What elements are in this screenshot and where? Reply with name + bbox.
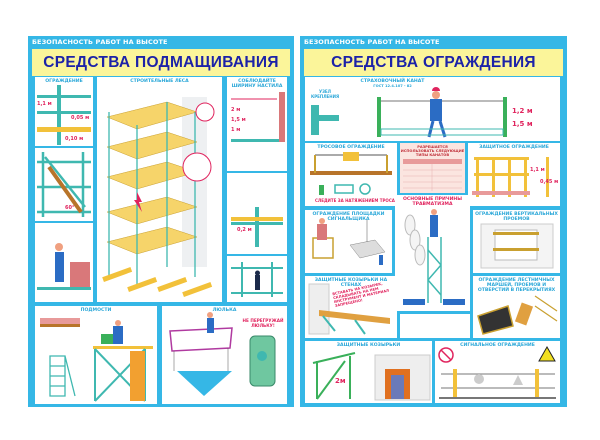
panel-cradle: ЛЮЛЬКА НЕ ПЕРЕГРУЖАЙ ЛЮЛЬКУ! — [162, 306, 287, 404]
guardrail-illustration — [35, 85, 93, 290]
poster-fencing: БЕЗОПАСНОСТЬ РАБОТ НА ВЫСОТЕ СРЕДСТВА ОГ… — [300, 36, 567, 407]
poster-series: БЕЗОПАСНОСТЬ РАБОТ НА ВЫСОТЕ — [304, 38, 440, 46]
label-angle: 60° — [65, 205, 75, 211]
panel-title: ЗАЩИТНЫЕ КОЗЫРЬКИ НА СТЕНАХ — [314, 278, 388, 288]
warning-sign-icon — [538, 345, 556, 362]
panel-stair-openings: ОГРАЖДЕНИЕ ЛЕСТНИЧНЫХ МАРШЕЙ, ПРОЕМОВ И … — [473, 276, 560, 338]
label-1-5m: 1,5 м — [512, 120, 533, 128]
panel-title: ОГРАЖДЕНИЕ ЛЕСТНИЧНЫХ МАРШЕЙ, ПРОЕМОВ И … — [477, 278, 556, 293]
panel-wall-canopies: ЗАЩИТНЫЕ КОЗЫРЬКИ НА СТЕНАХ ВСТАВАТЬ НА … — [305, 276, 397, 338]
panel-rope-fence: ТРОСОВОЕ ОГРАЖДЕНИЕ СЛЕДИТЕ ЗА НАТЯЖЕНИЕ… — [305, 143, 397, 206]
rope-tension-note: СЛЕДИТЕ ЗА НАТЯЖЕНИЕМ ТРОСА — [315, 198, 395, 203]
rope-table-grid — [403, 159, 462, 191]
label-1-5m: 1,5 м — [231, 117, 246, 123]
poster-title: СРЕДСТВА ПОДМАЩИВАНИЯ — [43, 53, 279, 71]
cradle-warning: НЕ ПЕРЕГРУЖАЙ ЛЮЛЬКУ! — [242, 318, 284, 328]
panel-rope-table: РАЗРЕШАЕТСЯ ИСПОЛЬЗОВАТЬ СЛЕДУЮЩИЕ ТИПЫ … — [400, 143, 465, 193]
rope-fence-illustration — [310, 152, 392, 195]
scaffold-illustration — [102, 97, 215, 297]
label-height-1-1: 1,1 м — [37, 101, 52, 107]
panel-title: СОБЛЮДАЙТЕ ШИРИНУ НАСТИЛА — [231, 79, 283, 89]
panel-signal-fence: СИГНАЛЬНОЕ ОГРАЖДЕНИЕ — [435, 341, 560, 403]
panel-title: ТРОСОВОЕ ОГРАЖДЕНИЕ — [317, 145, 385, 150]
label-2m: 2 м — [231, 107, 241, 113]
panel-title: ЛЮЛЬКА — [212, 308, 237, 313]
panel-signal-platform: ОГРАЖДЕНИЕ ПЛОЩАДКИ СИГНАЛЬЩИКА — [305, 210, 392, 273]
title-band: СРЕДСТВА ОГРАЖДЕНИЯ — [304, 49, 563, 76]
panel-title: ПОДМОСТИ — [80, 308, 112, 313]
panel-title: ЗАЩИТНОЕ ОГРАЖДЕНИЕ — [479, 145, 549, 150]
panel-protective-fence: ЗАЩИТНОЕ ОГРАЖДЕНИЕ 1,1 м 0,45 м — [468, 143, 560, 206]
wall-canopies-illustration — [308, 283, 390, 335]
canopies-illustration — [312, 352, 431, 401]
injury-causes-illustration — [403, 209, 465, 305]
panel-scaffold: СТРОИТЕЛЬНЫЕ ЛЕСА — [97, 77, 222, 302]
label-1m: 1 м — [231, 127, 241, 133]
panel-vertical-openings: ОГРАЖДЕНИЕ ВЕРТИКАЛЬНЫХ ПРОЕМОВ — [473, 210, 560, 273]
no-pedestrians-sign-icon — [438, 347, 454, 363]
panel-title: ЗАЩИТНЫЕ КОЗЫРЬКИ — [336, 343, 401, 348]
title-band: СРЕДСТВА ПОДМАЩИВАНИЯ — [32, 49, 290, 76]
panel-title: СТРОИТЕЛЬНЫЕ ЛЕСА — [130, 79, 189, 84]
label-height-0-05: 0,05 м — [71, 115, 90, 121]
vertical-openings-illustration — [480, 223, 554, 269]
poster-scaffolding: БЕЗОПАСНОСТЬ РАБОТ НА ВЫСОТЕ СРЕДСТВА ПО… — [28, 36, 294, 407]
signal-platform-illustration — [312, 218, 386, 265]
panel-title: ОГРАЖДЕНИЕ ПЛОЩАДКИ СИГНАЛЬЩИКА — [312, 212, 385, 222]
panel-platforms: ПОДМОСТИ — [35, 306, 157, 404]
deck-width-illustration — [227, 92, 287, 297]
label-1-2m: 1,2 м — [512, 107, 533, 115]
label-height-0-10: 0,10 м — [65, 136, 84, 142]
label-0-45m: 0,45 м — [540, 179, 559, 185]
panel-title: ОСНОВНЫЕ ПРИЧИНЫ ТРАВМАТИЗМА — [402, 197, 463, 207]
anchor-label: УЗЕЛ КРЕПЛЕНИЯ — [310, 89, 340, 99]
poster-series: БЕЗОПАСНОСТЬ РАБОТ НА ВЫСОТЕ — [32, 38, 168, 46]
cradle-illustration — [169, 312, 276, 396]
panel-title: СИГНАЛЬНОЕ ОГРАЖДЕНИЕ — [460, 343, 535, 348]
panel-injury-causes: ОСНОВНЫЕ ПРИЧИНЫ ТРАВМАТИЗМА — [395, 195, 470, 311]
panel-title: СТРАХОВОЧНЫЙ КАНАТ — [360, 79, 425, 84]
panel-canopies: ЗАЩИТНЫЕ КОЗЫРЬКИ 2м — [305, 341, 432, 403]
stair-openings-illustration — [477, 295, 558, 335]
label-2m: 2м — [335, 377, 346, 385]
panel-title: РАЗРЕШАЕТСЯ ИСПОЛЬЗОВАТЬ СЛЕДУЮЩИЕ ТИПЫ … — [400, 145, 465, 157]
platforms-illustration — [40, 318, 153, 402]
label-1-1m: 1,1 м — [530, 167, 545, 173]
panel-safety-rope: СТРАХОВОЧНЫЙ КАНАТ ГОСТ 12.4.107 - 82 УЗ… — [305, 77, 560, 141]
protective-fence-illustration — [472, 157, 549, 197]
poster-title: СРЕДСТВА ОГРАЖДЕНИЯ — [331, 53, 536, 71]
panel-guardrail: ОГРАЖДЕНИЕ 1,1 м 0,05 м 0,10 м 60° — [35, 77, 93, 302]
label-gap: 0,2 м — [237, 227, 252, 233]
panel-deck-width: СОБЛЮДАЙТЕ ШИРИНУ НАСТИЛА 2 м 1,5 м 1 м … — [227, 77, 287, 302]
panel-title: ОГРАЖДЕНИЕ ВЕРТИКАЛЬНЫХ ПРОЕМОВ — [475, 212, 558, 222]
panel-subtitle: ГОСТ 12.4.107 - 82 — [373, 84, 412, 88]
panel-extra-strip — [400, 314, 470, 338]
panel-title: ОГРАЖДЕНИЕ — [45, 79, 83, 84]
signal-fence-illustration — [438, 345, 556, 399]
safety-rope-illustration — [311, 87, 507, 138]
